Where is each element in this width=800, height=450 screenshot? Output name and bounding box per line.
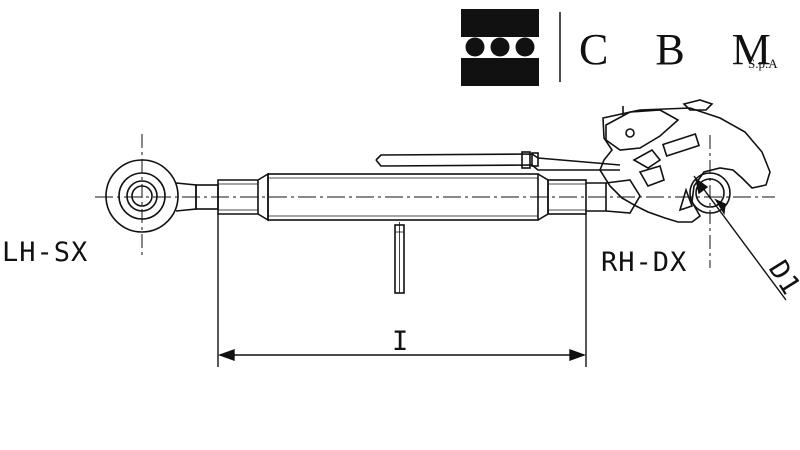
- quick-hook-head: [599, 99, 771, 268]
- latch-spring-wire: [375, 151, 621, 171]
- hole-dimension: [693, 175, 787, 301]
- left-threaded-tube: [195, 172, 269, 222]
- left-end-label: LH-SX: [2, 237, 88, 268]
- left-ball-eye: [105, 134, 197, 258]
- company-suffix: S.p.A: [748, 56, 778, 71]
- company-name: C B M: [579, 25, 789, 74]
- right-threaded-tube: [547, 179, 641, 215]
- adjusting-handle: [394, 222, 405, 294]
- length-dimension-label: I: [392, 326, 409, 357]
- length-dimension: [217, 214, 587, 367]
- cbm-logo: C B M S.p.A: [461, 9, 789, 86]
- hole-dimension-label: D1: [762, 255, 800, 301]
- three-circle-logo-mark: [461, 9, 539, 86]
- right-end-label: RH-DX: [601, 247, 687, 278]
